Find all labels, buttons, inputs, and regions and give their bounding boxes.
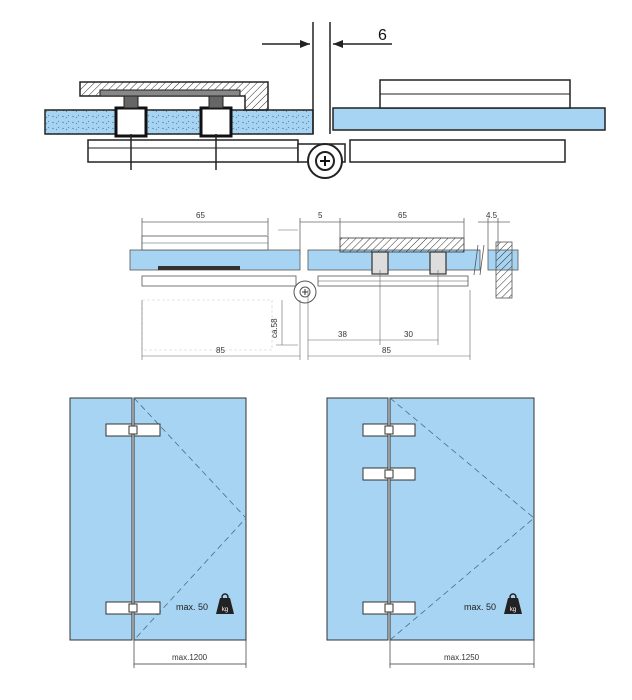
dim-bottom-a: 38 bbox=[338, 330, 347, 339]
left-weight-unit: kg bbox=[222, 607, 228, 613]
base-plate bbox=[87, 139, 299, 163]
dim-bottom-right: 85 bbox=[382, 346, 391, 355]
top-detail-view: 6 bbox=[44, 22, 606, 179]
section-glass-right bbox=[307, 249, 481, 271]
right-door-bottom-hinge bbox=[362, 601, 416, 615]
wall-section bbox=[495, 241, 513, 299]
right-door-top-hinge bbox=[362, 423, 416, 437]
right-glass-pane bbox=[332, 107, 606, 131]
bolt-right bbox=[199, 106, 233, 138]
dim-top-gap: 5 bbox=[318, 211, 323, 220]
section-dimension-view bbox=[141, 218, 510, 255]
left-glass-pane bbox=[44, 109, 314, 135]
right-width-label: max.1250 bbox=[444, 653, 480, 662]
left-door-elevation: kg max. 50 max.1200 bbox=[69, 397, 247, 668]
left-width-label: max.1200 bbox=[172, 653, 208, 662]
dim-top-left: 65 bbox=[196, 211, 205, 220]
dim-bottom-b: 30 bbox=[404, 330, 413, 339]
bolt-left bbox=[114, 106, 148, 138]
dim-top-far: 4.5 bbox=[486, 211, 498, 220]
section-drawing bbox=[129, 229, 519, 360]
left-door-top-hinge bbox=[105, 423, 161, 437]
dim-top-right: 65 bbox=[398, 211, 407, 220]
right-door-elevation: kg max. 50 max.1250 bbox=[326, 397, 535, 668]
right-leaf-plate bbox=[349, 139, 566, 163]
dim-side: ca.58 bbox=[270, 318, 279, 338]
left-door-bottom-hinge bbox=[105, 601, 161, 615]
right-weight-unit: kg bbox=[510, 607, 516, 613]
right-weight-label: max. 50 bbox=[464, 602, 496, 612]
left-weight-label: max. 50 bbox=[176, 602, 208, 612]
left-weight-icon bbox=[216, 598, 234, 614]
dim-bottom-left: 85 bbox=[216, 346, 225, 355]
gap-dimension-label: 6 bbox=[378, 27, 387, 44]
right-weight-icon bbox=[504, 598, 522, 614]
right-door-middle-hinge bbox=[362, 467, 416, 481]
